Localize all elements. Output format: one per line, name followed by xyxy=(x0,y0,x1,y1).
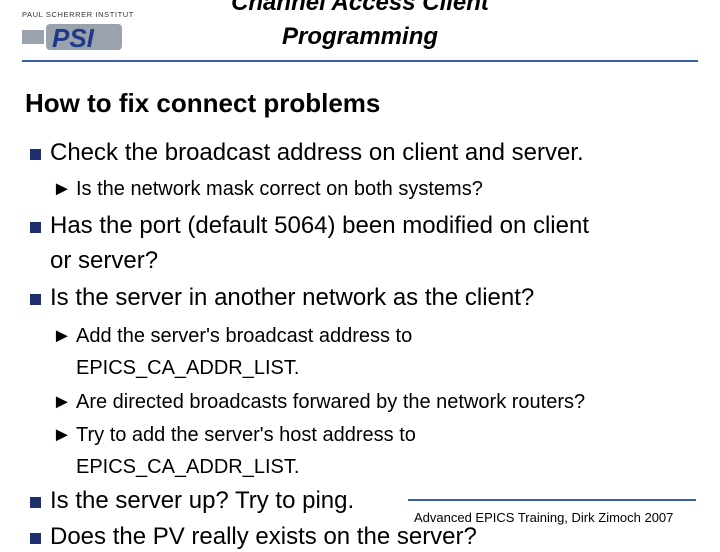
arrow-bullet-icon: ► xyxy=(52,178,72,200)
bullet-text: Is the server up? Try to ping. xyxy=(50,487,355,514)
header-divider xyxy=(22,60,698,62)
bullet-text: Is the server in another network as the … xyxy=(50,284,535,311)
logo-mark-text: PSI xyxy=(52,23,95,52)
slide-heading: How to fix connect problems xyxy=(25,88,381,118)
bullet-text: Has the port (default 5064) been modifie… xyxy=(50,212,590,239)
bullet-text: EPICS_CA_ADDR_LIST. xyxy=(76,357,300,379)
arrow-bullet-icon: ► xyxy=(52,424,72,446)
psi-logo: PAUL SCHERRER INSTITUT PSI xyxy=(22,10,133,52)
title-line-2: Programming xyxy=(281,23,439,50)
bullet-text: EPICS_CA_ADDR_LIST. xyxy=(76,456,300,478)
slide-title: Channel Access Client Programming xyxy=(200,0,520,54)
arrow-bullet-icon: ► xyxy=(52,391,72,413)
square-bullet-icon xyxy=(30,533,41,544)
psi-logo-mark: PSI xyxy=(22,23,122,52)
square-bullet-icon xyxy=(30,294,41,305)
footer-text: Advanced EPICS Training, Dirk Zimoch 200… xyxy=(414,510,674,525)
square-bullet-icon xyxy=(30,497,41,508)
bullet-text: Add the server's broadcast address to xyxy=(76,325,413,347)
bullet-text: Try to add the server's host address to xyxy=(76,424,416,446)
square-bullet-icon xyxy=(30,222,41,233)
title-line-1: Channel Access Client xyxy=(231,0,489,16)
logo-institute-text: PAUL SCHERRER INSTITUT xyxy=(22,10,134,19)
bullet-text: or server? xyxy=(50,247,159,274)
footer-divider xyxy=(408,499,696,501)
square-bullet-icon xyxy=(30,149,41,160)
arrow-bullet-icon: ► xyxy=(52,325,72,347)
bullet-text: Check the broadcast address on client an… xyxy=(50,139,584,166)
bullet-text: Does the PV really exists on the server? xyxy=(50,523,477,550)
bullet-text: Is the network mask correct on both syst… xyxy=(76,178,483,200)
bullet-text: Are directed broadcasts forwared by the … xyxy=(76,391,586,413)
